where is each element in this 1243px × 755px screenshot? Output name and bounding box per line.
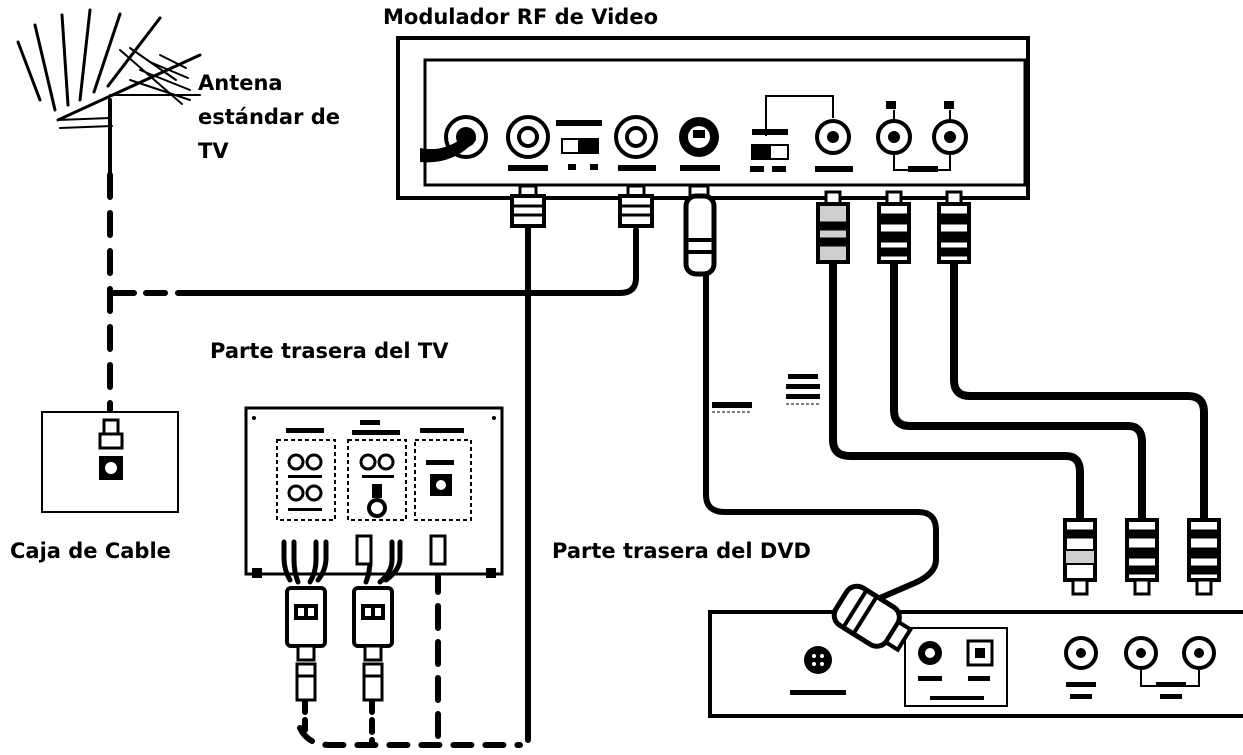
dvd-svideo-plug [831,583,914,653]
dvd-back-label: Parte trasera del DVD [552,539,811,563]
tv-back-panel [244,406,504,702]
antenna-label-line2: estándar de [198,105,341,129]
antenna-label-line3: TV [198,139,229,163]
cable-tags [712,374,820,413]
cables [107,172,1208,748]
dvd-back-panel [708,610,1243,718]
cable-box-label: Caja de Cable [10,539,171,563]
antenna-icon [16,8,202,174]
dvd-rca-plugs [1063,518,1221,596]
tv-back-label: Parte trasera del TV [210,339,449,363]
modulator-plugs [510,184,971,277]
modulator-title: Modulador RF de Video [383,5,658,29]
antenna-label-line1: Antena [198,71,283,95]
cable-box [41,411,179,513]
rf-modulator [396,36,1030,200]
